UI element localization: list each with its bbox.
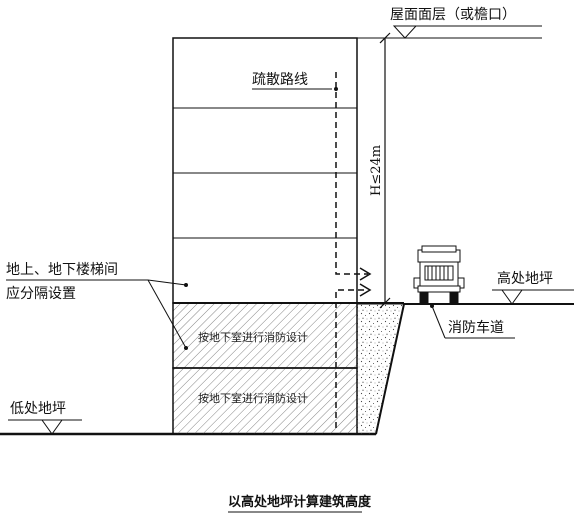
low-ground-label: 低处地坪 (10, 401, 66, 417)
roof-label: 屋面面层（或檐口） (390, 7, 516, 23)
basement-design-note-upper: 按地下室进行消防设计 (198, 330, 308, 344)
elevation-triangle-icon (501, 289, 523, 305)
caption: 以高处地坪计算建筑高度 (228, 494, 372, 510)
elevation-triangle-icon (41, 419, 63, 435)
basement-floor-upper (172, 302, 358, 369)
leader-dot (334, 87, 338, 91)
fire-truck-icon (413, 245, 465, 304)
basement-floor-lower (172, 367, 358, 435)
elevation-triangle-icon (392, 25, 418, 39)
height-limit-label: H≤24m (369, 145, 384, 196)
leader-dot (430, 304, 434, 308)
leader-dot (184, 283, 188, 287)
stair-note-leader (147, 279, 187, 286)
height-dimension-tick (379, 297, 391, 309)
basement-design-note-lower: 按地下室进行消防设计 (198, 391, 308, 405)
fire-lane-label: 消防车道 (448, 319, 504, 336)
evacuation-route-arrowhead-lower (359, 283, 372, 297)
evacuation-route-lower (335, 289, 368, 428)
stair-note-line2: 应分隔设置 (6, 285, 76, 302)
building-above-ground (172, 37, 358, 304)
leader-dot (184, 346, 188, 350)
evacuation-route-label: 疏散路线 (252, 72, 308, 88)
stair-note-leader (147, 279, 187, 349)
evacuation-route-arrowhead-upper (359, 267, 372, 281)
evacuation-route-upper (335, 72, 368, 275)
high-ground-label: 高处地坪 (497, 270, 553, 287)
backfill-soil (356, 303, 405, 435)
fire-lane-leader (431, 305, 446, 339)
stair-note-line1: 地上、地下楼梯间 (6, 262, 118, 278)
